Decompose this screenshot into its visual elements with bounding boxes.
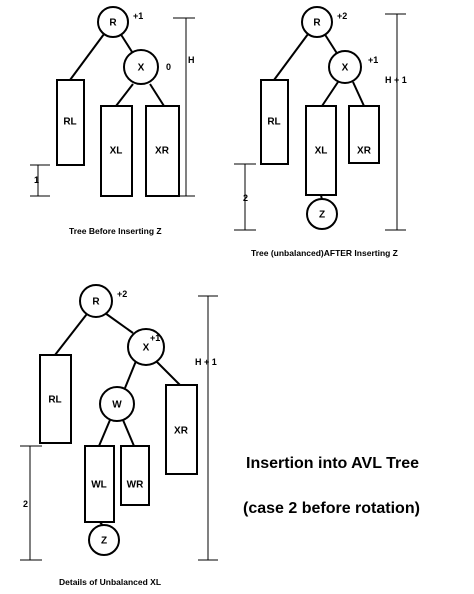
diff-label: 2	[243, 193, 248, 203]
box-rl	[56, 79, 85, 166]
node-x	[127, 328, 165, 366]
edge-r-x	[104, 312, 134, 334]
node-r	[97, 6, 129, 38]
edge-x-w	[124, 360, 137, 389]
figure-title-line1: Insertion into AVL Tree	[246, 455, 419, 472]
figure-title-line2: (case 2 before rotation)	[243, 500, 420, 517]
caption-before: Tree Before Inserting Z	[69, 226, 162, 236]
edge-x-xr	[154, 359, 181, 386]
box-wl-label: WL	[91, 480, 107, 491]
node-r-label: R	[92, 297, 100, 308]
box-xl-label: XL	[110, 146, 123, 157]
balance-x: +1	[368, 55, 378, 65]
node-x	[328, 50, 362, 84]
balance-x: 0	[166, 62, 171, 72]
caption-details: Details of Unbalanced XL	[59, 577, 161, 587]
node-z	[88, 524, 120, 556]
box-rl-label: RL	[267, 117, 280, 128]
node-x	[123, 49, 159, 85]
box-rl-label: RL	[63, 117, 76, 128]
node-x-label: X	[138, 63, 145, 74]
node-x-label: X	[143, 343, 150, 354]
diagram-details-xl: R X W RL XR WL WR Z +2 +1 H + 1 2 Detail…	[20, 284, 218, 587]
box-xr	[348, 105, 380, 164]
box-xr	[145, 105, 180, 197]
box-rl	[39, 354, 72, 444]
node-r	[79, 284, 113, 318]
edge-w-wl	[98, 419, 111, 447]
height-h-label: H + 1	[195, 357, 217, 367]
node-x-label: X	[342, 63, 349, 74]
node-z-label: Z	[101, 536, 107, 547]
balance-r: +1	[133, 11, 143, 21]
box-xr	[165, 384, 198, 475]
box-xl	[100, 105, 133, 197]
balance-r: +2	[117, 289, 127, 299]
edge-x-xl	[321, 81, 339, 107]
box-rl	[260, 79, 289, 165]
box-xl	[305, 105, 337, 196]
box-wr-label: WR	[127, 480, 144, 491]
height-h-label: H	[188, 55, 195, 65]
diff-label: 2	[23, 499, 28, 509]
edge-x-xl	[115, 83, 134, 107]
diff-label: 1	[34, 175, 39, 185]
box-xl-label: XL	[315, 146, 328, 157]
node-r	[301, 6, 333, 38]
box-xr-label: XR	[174, 426, 189, 437]
diagram-before-insert: R X RL XL XR +1 0 H 1 Tree Before Insert…	[30, 6, 195, 236]
node-r-label: R	[109, 18, 117, 29]
node-z	[306, 198, 338, 230]
node-r-label: R	[313, 18, 321, 29]
edge-r-rl	[273, 29, 312, 81]
caption-after: Tree (unbalanced)AFTER Inserting Z	[251, 248, 398, 258]
node-w	[99, 386, 135, 422]
box-rl-label: RL	[48, 395, 61, 406]
edge-r-x	[323, 32, 339, 56]
box-wr	[120, 445, 150, 506]
box-xr-label: XR	[357, 146, 372, 157]
edge-r-rl	[69, 29, 108, 81]
balance-r: +2	[337, 11, 347, 21]
node-z-label: Z	[319, 210, 325, 221]
height-h-label: H + 1	[385, 75, 407, 85]
edge-r-rl	[54, 309, 91, 356]
edge-w-wr	[122, 419, 135, 447]
diagram-after-insert: R X RL XL XR Z +2 +1 H + 1 2 Tree (unbal…	[234, 6, 407, 258]
balance-x: +1	[150, 333, 160, 343]
box-xr-label: XR	[155, 146, 170, 157]
edge-x-xr	[149, 83, 165, 107]
node-w-label: W	[112, 400, 122, 411]
edge-x-xr	[352, 81, 365, 107]
edge-r-x	[119, 32, 135, 56]
box-wl	[84, 445, 115, 523]
